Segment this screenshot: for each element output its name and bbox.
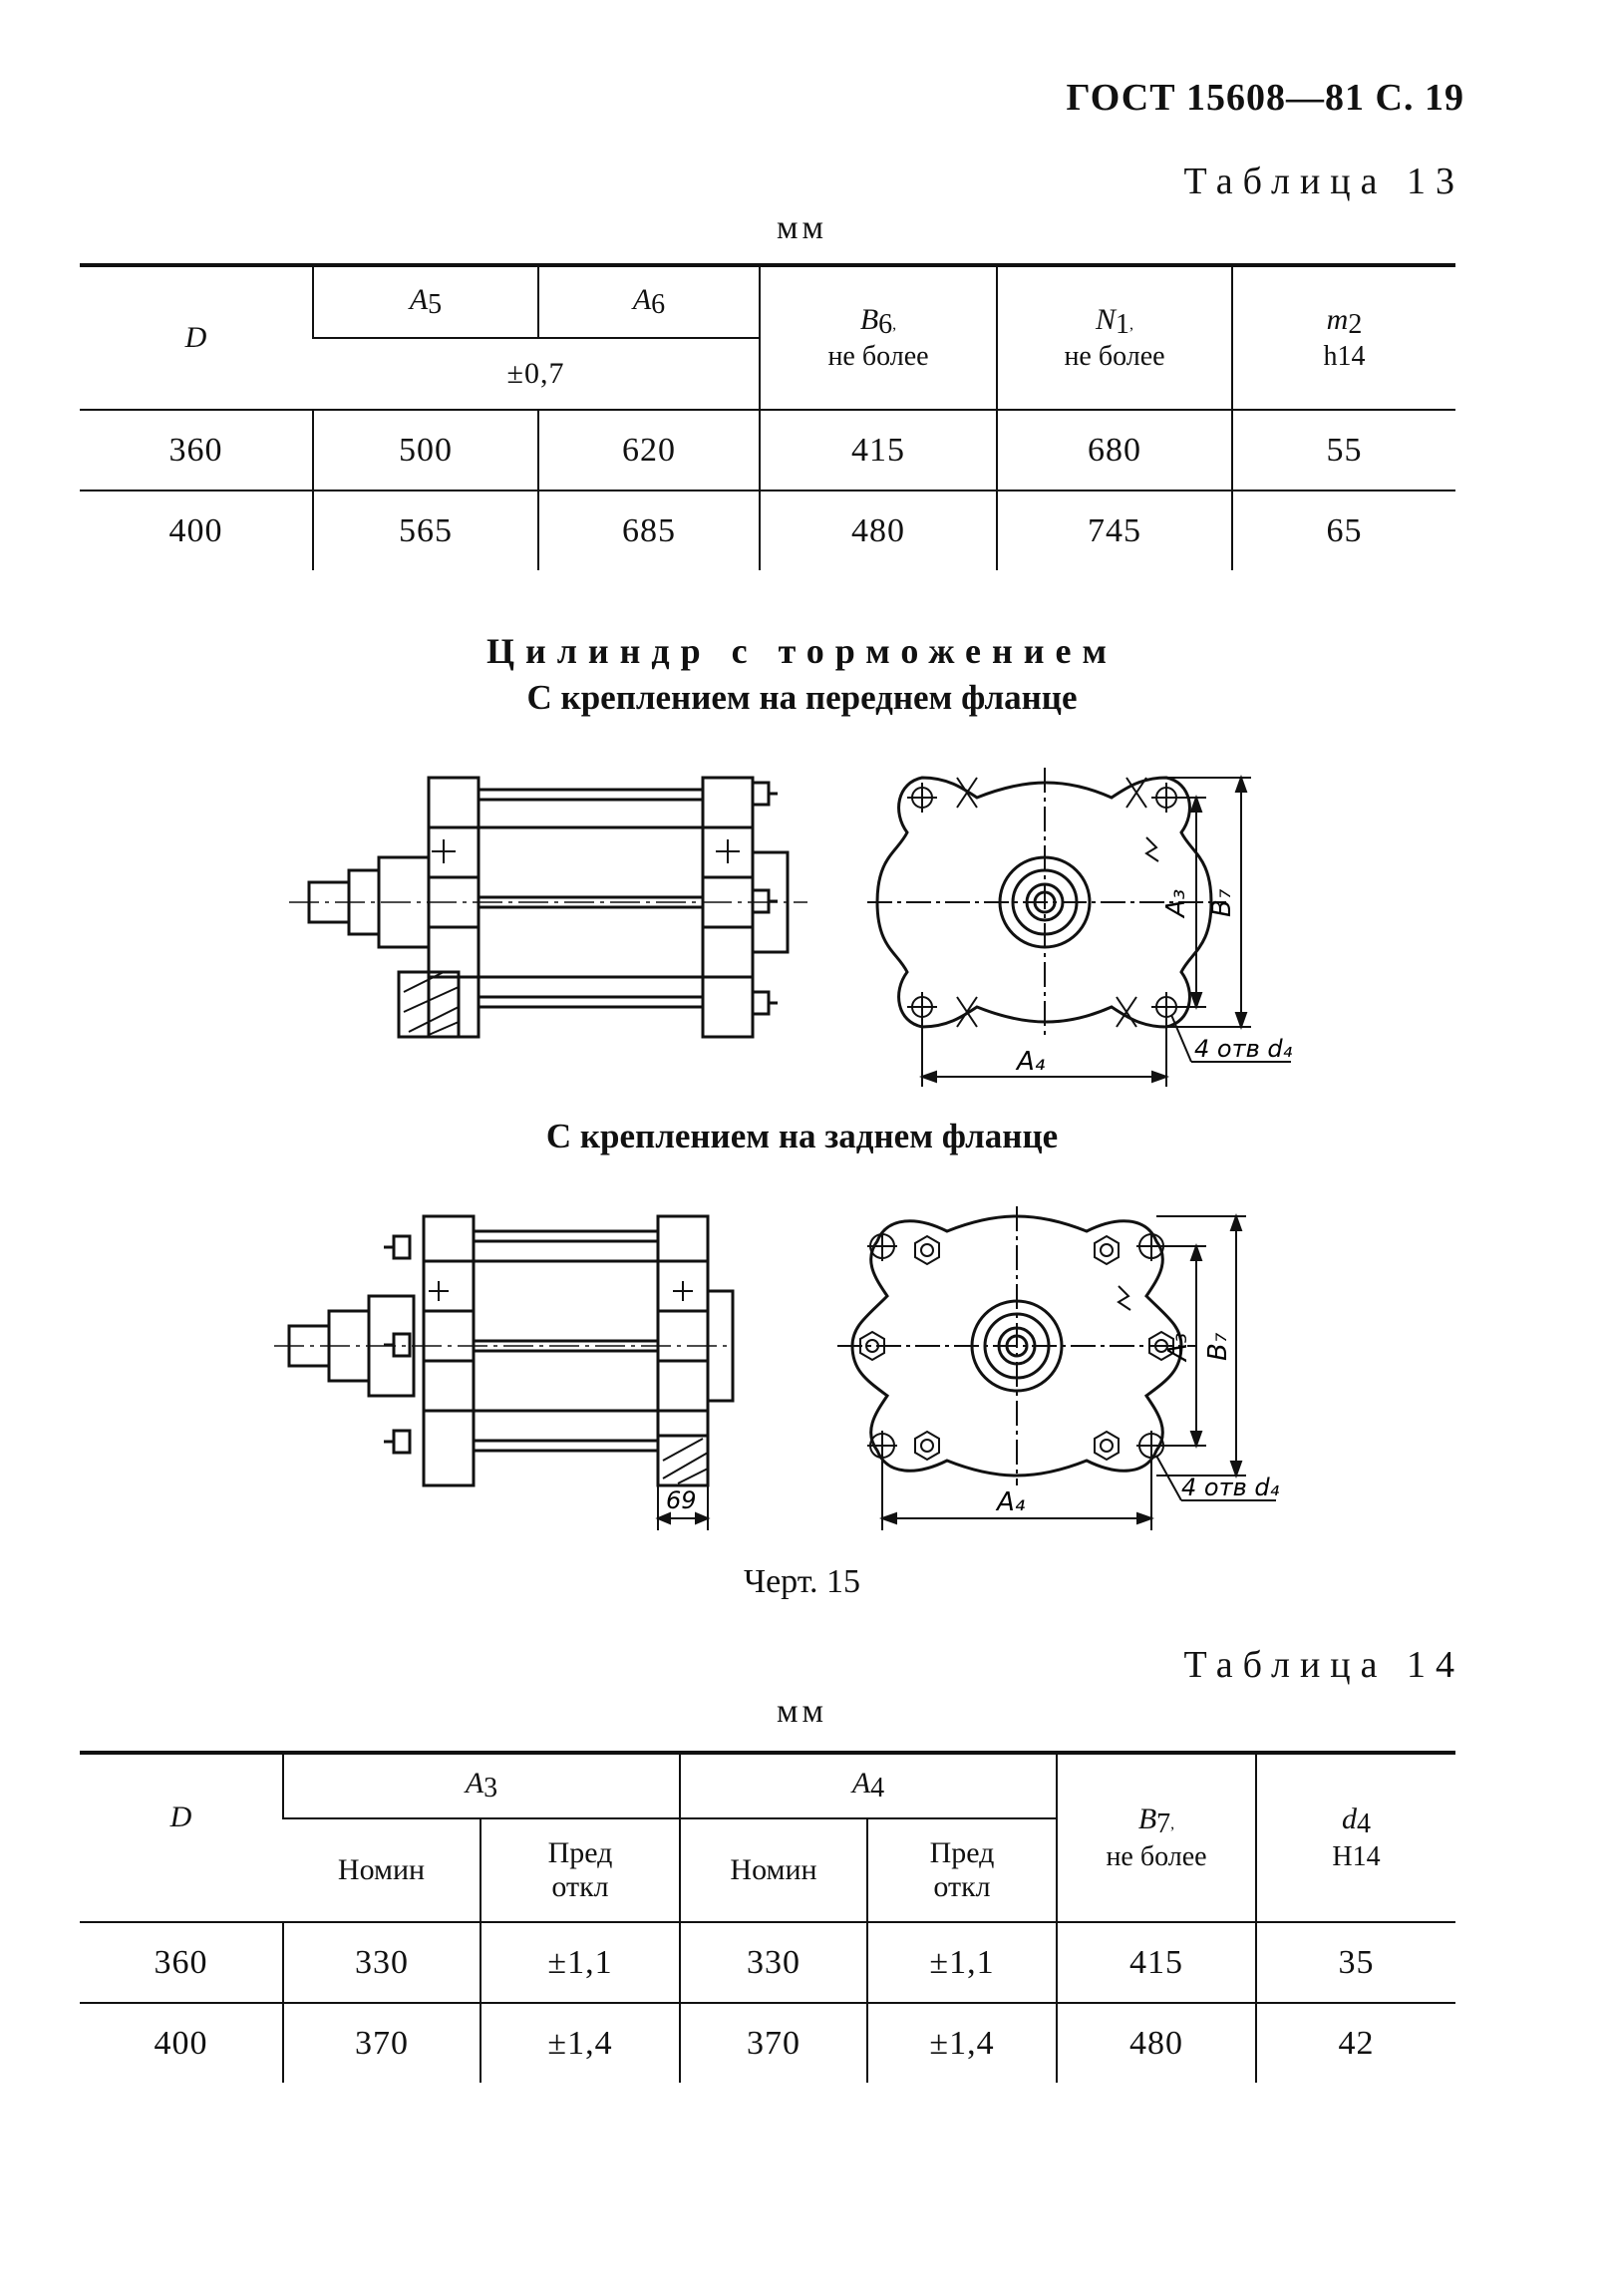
cylinder-side-view-front-flange bbox=[289, 776, 807, 1039]
table13-unit: мм bbox=[776, 209, 828, 246]
table14: D A3 A4 B7, не более d4 H14 Номин Пред о… bbox=[80, 1751, 1455, 2083]
table-cell: 680 bbox=[996, 410, 1232, 492]
table-cell: ±1,4 bbox=[866, 2003, 1057, 2083]
cylinder-end-view-rear-flange: A₄ A₃ B₇ 4 отв d₄ bbox=[837, 1206, 1280, 1530]
table13-head-N1: N1, не более bbox=[996, 263, 1232, 411]
page-header-title: ГОСТ 15608—81 С. 19 bbox=[1066, 77, 1464, 119]
dim-label-b7: B₇ bbox=[1207, 888, 1237, 917]
table-cell: 330 bbox=[679, 1922, 867, 2004]
table-cell: 480 bbox=[759, 491, 997, 570]
dim-label-a3: A₃ bbox=[1163, 1333, 1193, 1363]
table13-head-B6: B6, не более bbox=[759, 263, 997, 411]
dim-label-a3: A₃ bbox=[1161, 889, 1191, 919]
table-cell: 500 bbox=[312, 410, 538, 492]
cylinder-end-view-front-flange: A₄ A₃ B₇ 4 отв d₄ bbox=[867, 768, 1293, 1087]
table-cell: 400 bbox=[168, 511, 223, 549]
table13-head-m2: m2 h14 bbox=[1231, 263, 1455, 411]
table14-head-a4-dev: Пред откл bbox=[866, 1818, 1057, 1923]
table-row: 400 370 ±1,4 370 ±1,4 480 42 bbox=[80, 2003, 1455, 2083]
table-row: 360 330 ±1,1 330 ±1,1 415 35 bbox=[80, 1922, 1455, 2004]
section-title: Цилиндр с торможением bbox=[485, 631, 1119, 671]
table-cell: 42 bbox=[1255, 2003, 1455, 2083]
table14-head-B7: B7, не более bbox=[1056, 1751, 1256, 1923]
table14-head-a3-dev: Пред откл bbox=[480, 1818, 680, 1923]
table13-head-A6: A6 bbox=[537, 263, 760, 339]
dim-label-holes: 4 отв d₄ bbox=[1181, 1474, 1280, 1501]
table-cell: 65 bbox=[1231, 491, 1455, 570]
table14-unit: мм bbox=[776, 1693, 828, 1730]
table14-head-d4: d4 H14 bbox=[1255, 1751, 1455, 1923]
table14-head-D: D bbox=[80, 1751, 283, 1923]
table-cell: 370 bbox=[282, 2003, 481, 2083]
table14-head-a3-nom: Номин bbox=[283, 1818, 481, 1923]
table-row: 400 565 685 480 745 65 bbox=[80, 491, 1455, 570]
dim-label-a4: A₄ bbox=[995, 1487, 1026, 1517]
table-cell: ±1,1 bbox=[866, 1922, 1057, 2004]
table-cell: 360 bbox=[80, 410, 313, 492]
table14-title: Таблица 14 bbox=[1183, 1644, 1464, 1686]
section-subtitle-rear: С креплением на заднем фланце bbox=[545, 1117, 1059, 1155]
table-cell: ±1,4 bbox=[480, 2003, 680, 2083]
section-subtitle-front: С креплением на переднем фланце bbox=[526, 678, 1078, 717]
table13-title: Таблица 13 bbox=[1183, 161, 1464, 202]
table13: D A5 A6 B6, не более N1, не более m2 h14… bbox=[80, 263, 1455, 570]
table14-head-A4: A4 bbox=[679, 1751, 1057, 1819]
table14-head-a4-nom: Номин bbox=[679, 1818, 867, 1923]
dim-label-69: 69 bbox=[666, 1486, 697, 1514]
cylinder-side-view-rear-flange: 69 bbox=[274, 1214, 735, 1530]
table-cell: 415 bbox=[759, 410, 997, 492]
table13-head-tolerance: ±0,7 bbox=[313, 338, 760, 411]
table-cell: 620 bbox=[537, 410, 760, 492]
table-row: 360 500 620 415 680 55 bbox=[80, 410, 1455, 492]
table-cell: 330 bbox=[282, 1922, 481, 2004]
dim-label-b7: B₇ bbox=[1203, 1332, 1233, 1361]
table-cell: 415 bbox=[1056, 1922, 1256, 2004]
table-cell: 400 bbox=[154, 2024, 208, 2062]
table-cell: 685 bbox=[537, 491, 760, 570]
dim-label-holes: 4 отв d₄ bbox=[1194, 1035, 1293, 1063]
table14-head-A3: A3 bbox=[282, 1751, 680, 1819]
table-cell: ±1,1 bbox=[480, 1922, 680, 2004]
table-cell: 480 bbox=[1056, 2003, 1256, 2083]
table-cell: 360 bbox=[80, 1922, 283, 2004]
table-cell: 35 bbox=[1255, 1922, 1455, 2004]
table13-head-D: D bbox=[80, 263, 313, 411]
table-cell: 565 bbox=[312, 491, 538, 570]
dim-label-a4: A₄ bbox=[1015, 1047, 1046, 1077]
table-cell: 55 bbox=[1231, 410, 1455, 492]
table-cell: 745 bbox=[996, 491, 1232, 570]
table13-head-A5: A5 bbox=[312, 263, 538, 339]
figure-caption: Черт. 15 bbox=[743, 1563, 861, 1600]
table-cell: 370 bbox=[679, 2003, 867, 2083]
